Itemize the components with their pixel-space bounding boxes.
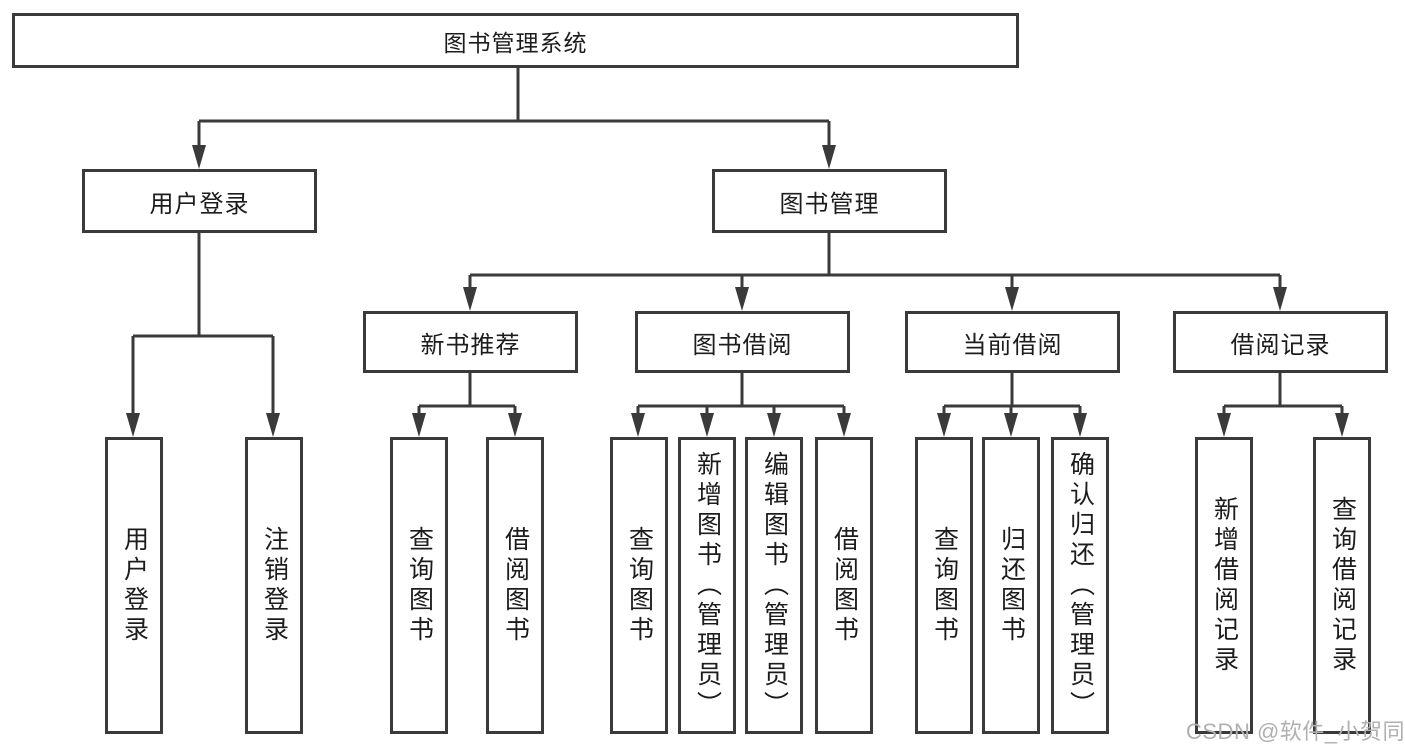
node-root: 图书管理系统 <box>12 13 1019 68</box>
leaf-user-login: 用户登录 <box>105 437 163 734</box>
arrow-icon <box>1005 287 1019 311</box>
node-book-borrowing-label: 图书借阅 <box>692 331 793 359</box>
node-new-book-recommendation-label: 新书推荐 <box>420 331 521 359</box>
leaf-borrow-books-label: 借阅图书 <box>830 525 859 646</box>
node-user-login-label: 用户登录 <box>149 190 250 218</box>
arrow-icon <box>1004 413 1018 437</box>
arrow-icon <box>1335 413 1349 437</box>
arrow-icon <box>192 145 206 169</box>
leaf-query-books-borrow: 查询图书 <box>610 437 668 734</box>
leaf-return-books-label: 归还图书 <box>997 525 1026 646</box>
node-borrowing-records-label: 借阅记录 <box>1230 331 1331 359</box>
leaf-logout: 注销登录 <box>245 437 303 734</box>
arrow-icon <box>1073 413 1087 437</box>
arrow-icon <box>463 287 477 311</box>
leaf-query-books-borrow-label: 查询图书 <box>625 525 654 646</box>
tree-edges <box>131 68 1344 418</box>
arrow-icon <box>937 413 951 437</box>
leaf-query-books-current-label: 查询图书 <box>930 525 959 646</box>
node-current-borrowing: 当前借阅 <box>905 311 1120 373</box>
leaf-confirm-return-admin: 确认归还（管理员） <box>1051 437 1109 734</box>
leaf-query-books-current: 查询图书 <box>915 437 973 734</box>
leaf-query-borrow-record-label: 查询借阅记录 <box>1328 495 1357 676</box>
leaf-logout-label: 注销登录 <box>260 525 289 646</box>
leaf-query-borrow-record: 查询借阅记录 <box>1313 437 1371 734</box>
leaf-user-login-label: 用户登录 <box>120 525 149 646</box>
leaf-borrow-books-recommend: 借阅图书 <box>486 437 544 734</box>
arrow-icon <box>700 413 714 437</box>
node-root-label: 图书管理系统 <box>443 29 588 56</box>
node-new-book-recommendation: 新书推荐 <box>363 311 578 373</box>
arrow-icon <box>1273 287 1287 311</box>
arrowheads <box>126 145 1349 437</box>
node-borrowing-records: 借阅记录 <box>1173 311 1388 373</box>
leaf-edit-books-admin-label: 编辑图书（管理员） <box>760 450 789 721</box>
arrow-icon <box>631 413 645 437</box>
leaf-add-books-admin: 新增图书（管理员） <box>678 437 736 734</box>
node-user-login: 用户登录 <box>82 169 317 233</box>
leaf-query-books-recommend: 查询图书 <box>390 437 448 734</box>
leaf-confirm-return-admin-label: 确认归还（管理员） <box>1066 450 1095 721</box>
arrow-icon <box>412 413 426 437</box>
leaf-return-books: 归还图书 <box>982 437 1040 734</box>
arrow-icon <box>126 413 140 437</box>
arrow-icon <box>1217 413 1231 437</box>
leaf-borrow-books-recommend-label: 借阅图书 <box>501 525 530 646</box>
arrow-icon <box>735 287 749 311</box>
watermark: CSDN @软件_小贺同学 <box>1186 719 1405 744</box>
node-current-borrowing-label: 当前借阅 <box>962 331 1063 359</box>
node-book-management-label: 图书管理 <box>779 190 880 218</box>
leaf-borrow-books: 借阅图书 <box>815 437 873 734</box>
arrow-icon <box>767 413 781 437</box>
leaf-add-borrow-record: 新增借阅记录 <box>1195 437 1253 734</box>
arrow-icon <box>822 145 836 169</box>
node-book-borrowing: 图书借阅 <box>635 311 850 373</box>
arrow-icon <box>266 413 280 437</box>
arrow-icon <box>508 413 522 437</box>
leaf-add-borrow-record-label: 新增借阅记录 <box>1210 495 1239 676</box>
leaf-add-books-admin-label: 新增图书（管理员） <box>693 450 722 721</box>
node-book-management: 图书管理 <box>712 169 947 233</box>
leaf-query-books-recommend-label: 查询图书 <box>405 525 434 646</box>
arrow-icon <box>837 413 851 437</box>
leaf-edit-books-admin: 编辑图书（管理员） <box>745 437 803 734</box>
